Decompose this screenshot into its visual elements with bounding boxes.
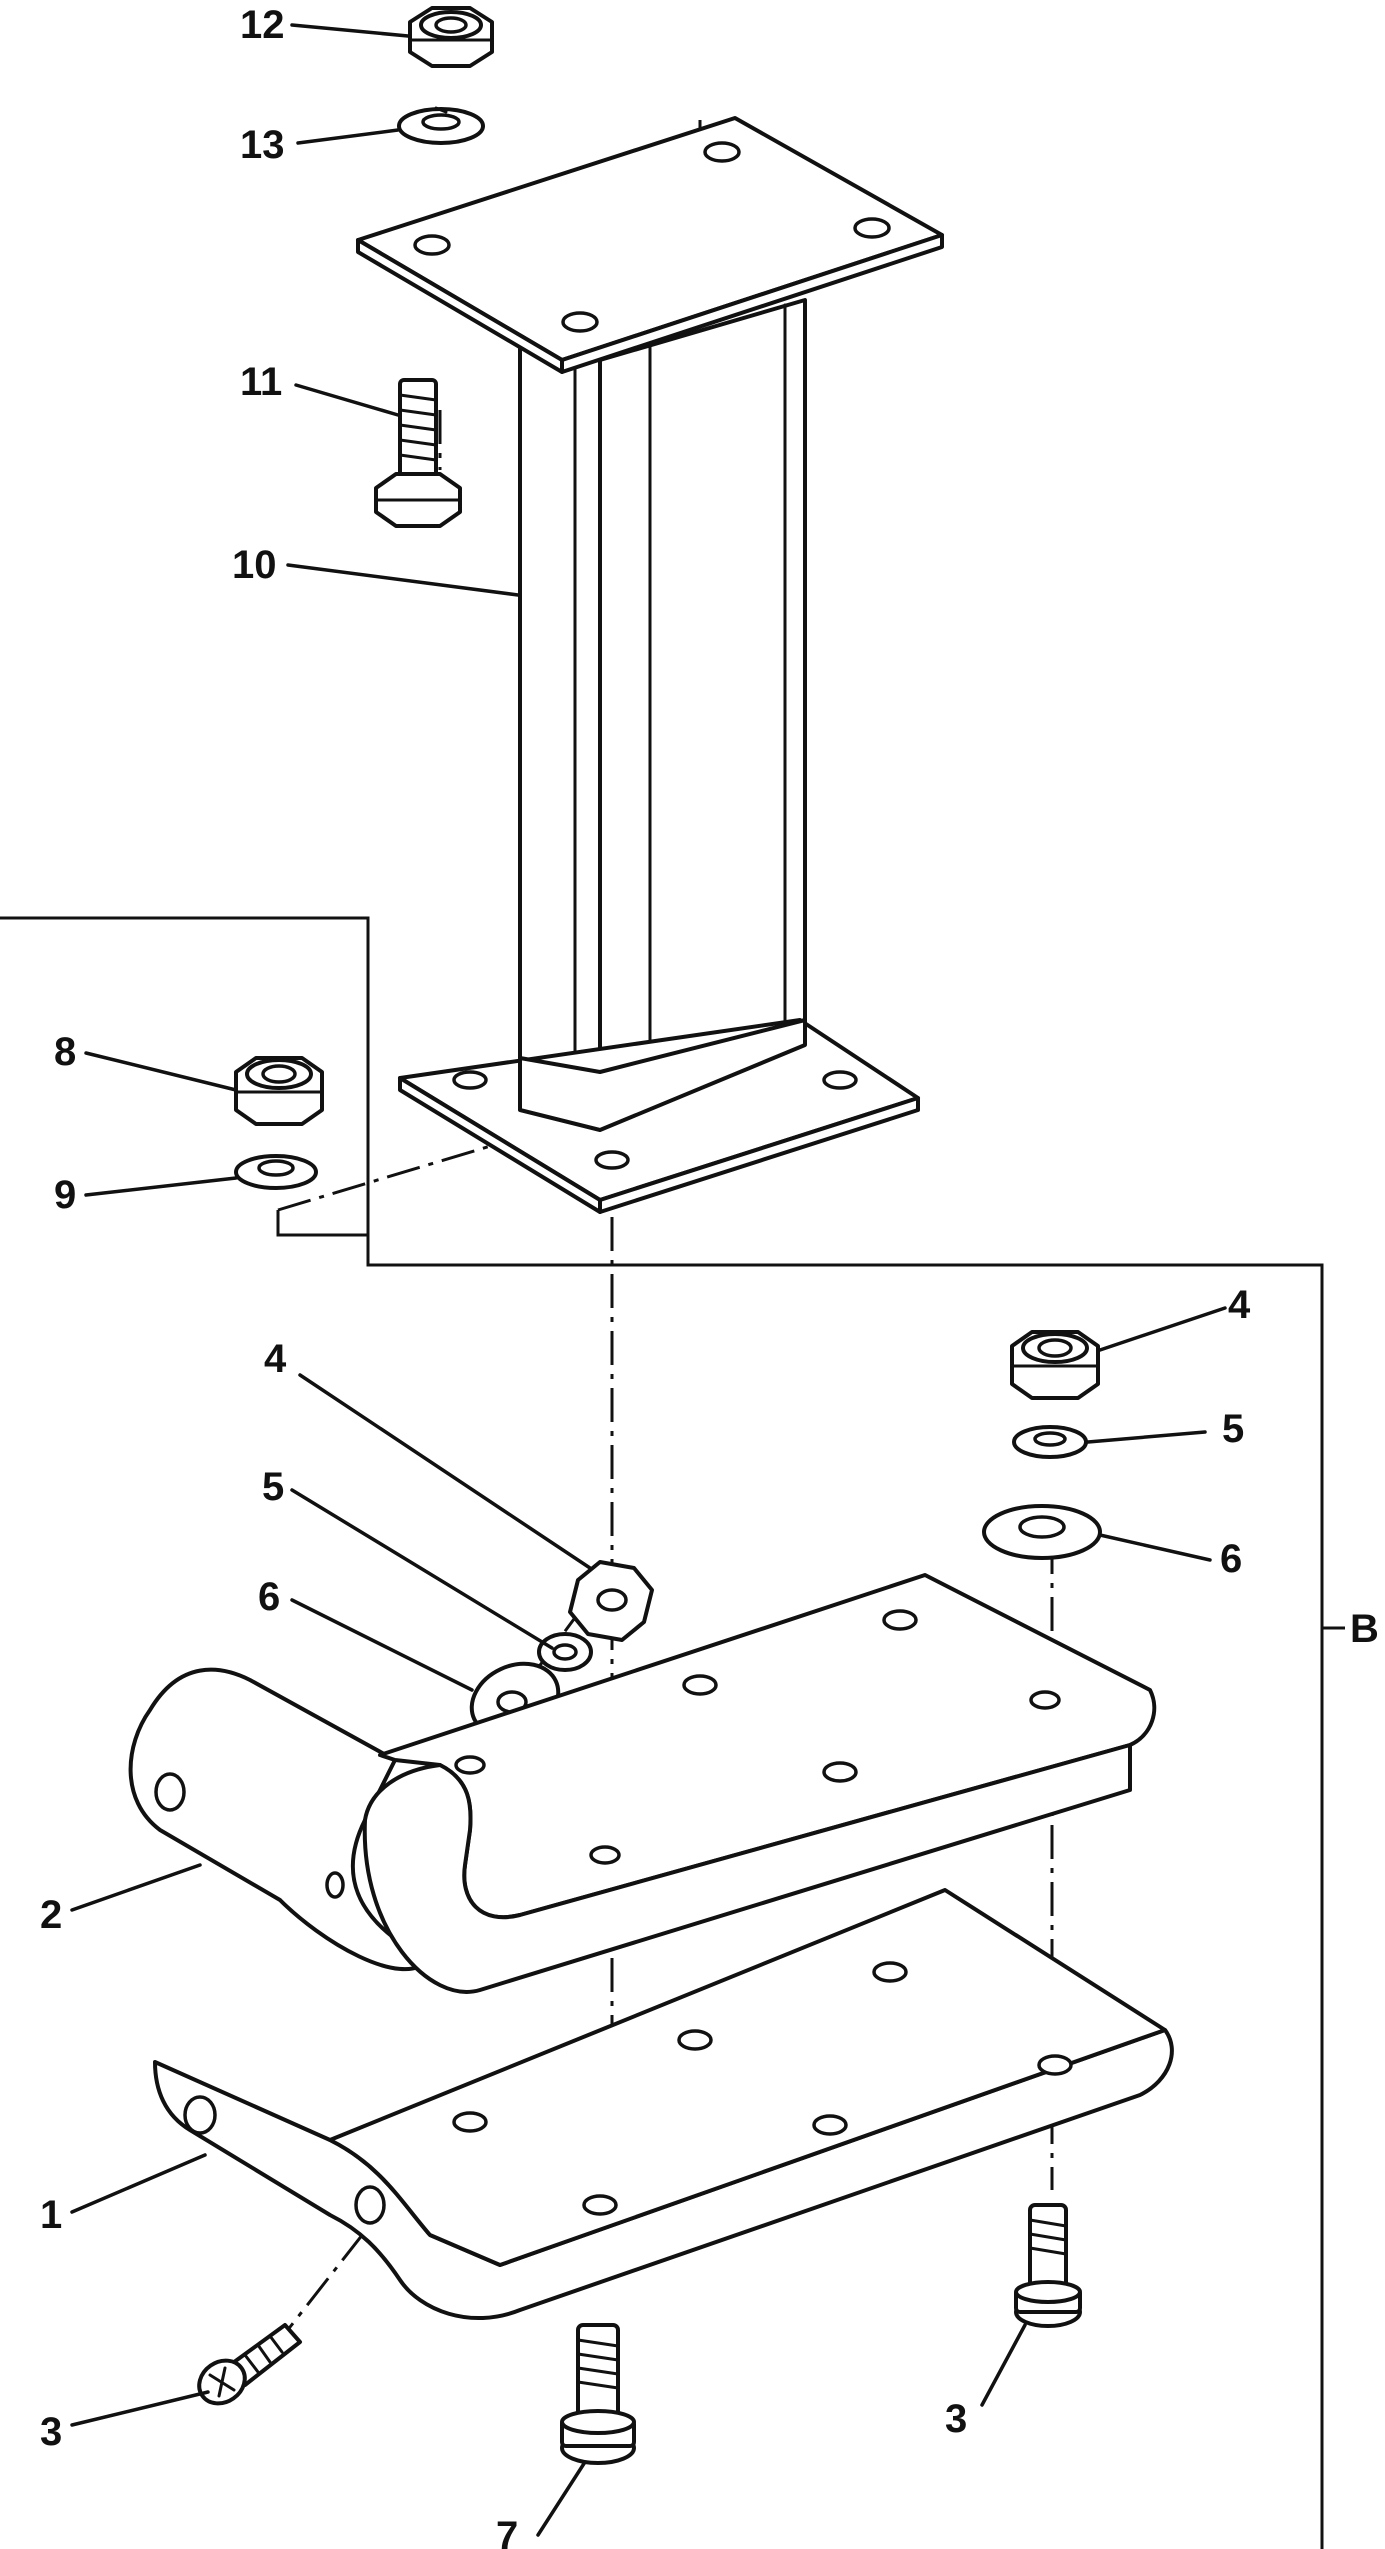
callout-7: 7 [496,2514,518,2549]
bolt-part-11 [374,378,462,528]
callout-4-center: 4 [264,1337,287,1381]
screw-part-7 [560,2323,636,2465]
nut-part-4-right [1010,1330,1100,1400]
nut-part-4-center [568,1560,654,1642]
callout-2: 2 [40,1893,62,1937]
nut-part-8 [234,1056,324,1126]
assembly-bracket-frame [0,916,1345,2549]
callout-labels: 12 13 11 10 8 9 4 5 6 4 5 6 2 1 3 3 7 B [40,3,1379,2549]
callout-11: 11 [240,360,282,404]
skid-plate-part-1 [153,1888,1174,2320]
callout-5-right: 5 [1222,1407,1244,1451]
callout-1: 1 [40,2193,62,2237]
callout-6-center: 6 [258,1575,280,1619]
flat-washer-part-6-right [982,1504,1102,1560]
callout-13: 13 [240,123,285,167]
callout-5-center: 5 [262,1465,284,1509]
callout-leader-lines [70,23,1227,2537]
screw-part-3-left [197,2323,302,2406]
callout-6-right: 6 [1220,1537,1242,1581]
footrest-bracket-part-2 [128,1573,1157,1994]
callout-8: 8 [54,1030,76,1074]
callout-9: 9 [54,1173,76,1217]
pedestal-column-part-10 [356,116,944,1214]
lock-washer-part-13 [397,106,485,145]
nut-part-12 [408,6,494,68]
lock-washer-part-9 [234,1154,318,1190]
callout-10: 10 [232,543,277,587]
screw-part-3-right [1014,2203,1082,2328]
callout-frame-b: B [1350,1607,1379,1651]
callout-3-right: 3 [945,2397,967,2441]
lock-washer-part-5-right [1012,1425,1088,1459]
callout-3-left: 3 [40,2410,62,2454]
callout-4-right: 4 [1228,1283,1251,1327]
lock-washer-part-5-center [537,1632,593,1672]
callout-12: 12 [240,3,285,47]
